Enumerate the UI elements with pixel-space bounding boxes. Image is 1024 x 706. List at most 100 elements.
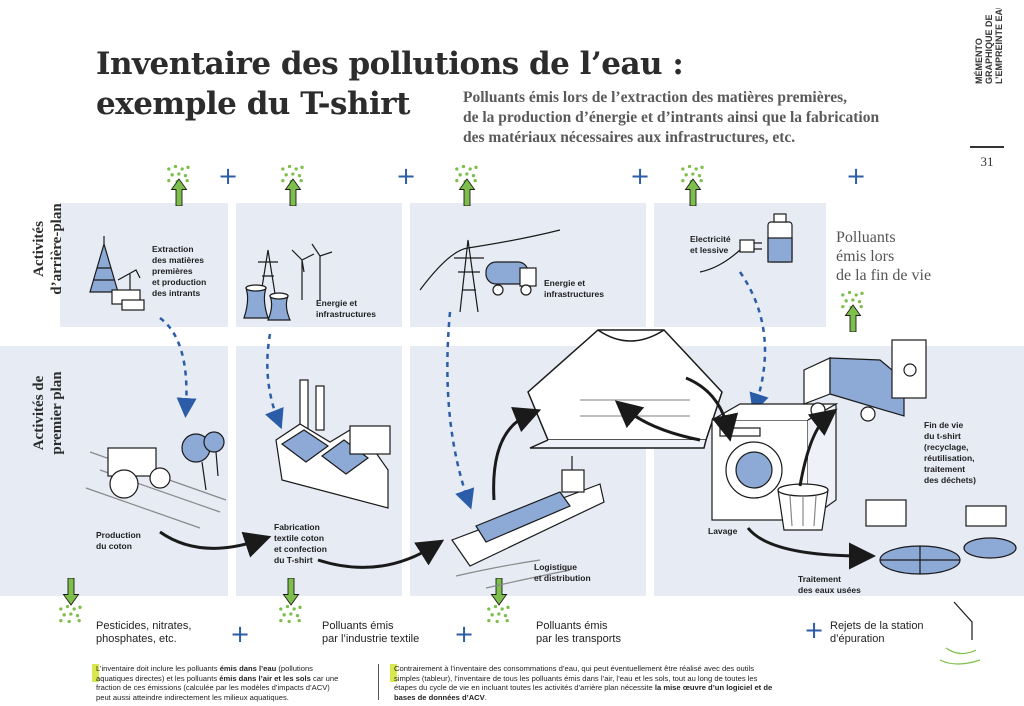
- label-cotton: Production du coton: [96, 530, 141, 552]
- footnote-left: L’inventaire doit inclure les polluants …: [96, 664, 346, 702]
- flow-arrow-tshirt-to-washing: [685, 376, 739, 442]
- footnote-left-p1: L’inventaire doit inclure les polluants: [96, 664, 220, 673]
- plus-icon-bottom-1: +: [230, 620, 251, 648]
- label-electricity: Electricité et lessive: [690, 234, 731, 256]
- label-cotton-l2: du coton: [96, 541, 132, 551]
- energy-illustration-1: [243, 243, 333, 321]
- cotton-farm-illustration: [85, 431, 227, 529]
- bottom-label-station-l1: Rejets de la station: [830, 620, 924, 632]
- footnote-divider: [378, 664, 379, 700]
- page-number: 31: [970, 146, 1004, 170]
- electricity-illustration: [699, 213, 793, 273]
- bottom-label-transport-l2: par les transports: [536, 633, 621, 645]
- label-logistics: Logistique et distribution: [534, 562, 591, 584]
- label-manufacturing-l3: et confection: [274, 544, 327, 554]
- air-emission-arrow-2: [281, 164, 304, 206]
- label-end-of-life: Fin de vie du t-shirt (recyclage, réutil…: [924, 420, 976, 486]
- dashed-arrow-washing: [738, 271, 769, 414]
- bottom-label-pesticides-l2: phosphates, etc.: [96, 633, 177, 645]
- tshirt-illustration: [527, 329, 723, 449]
- bottom-label-transport: Polluants émis par les transports: [536, 620, 621, 646]
- label-energy-1-l2: infrastructures: [316, 309, 376, 319]
- bottom-label-textile: Polluants émis par l’industrie textile: [322, 620, 419, 646]
- subtitle-line-2: de la production d’énergie et d’intrants…: [463, 109, 880, 126]
- laundry-basket-illustration: [777, 483, 829, 531]
- label-energy-2: Energie et infrastructures: [544, 278, 604, 300]
- air-emission-arrow-4: [681, 164, 704, 206]
- title-line-1: Inventaire des pollutions de l’eau :: [96, 46, 684, 82]
- bottom-label-transport-l1: Polluants émis: [536, 620, 608, 632]
- garbage-truck-illustration: [803, 339, 927, 422]
- flow-arrow-cotton-to-textile: [159, 530, 272, 558]
- label-eol-l6: des déchets): [924, 475, 976, 485]
- brand-vertical: MÉMENTO GRAPHIQUE DE L’EMPREINTE EAU: [974, 8, 1004, 84]
- factory-illustration: [275, 379, 391, 509]
- label-extraction: Extraction des matières premières et pro…: [152, 244, 206, 299]
- bg-panel-energy-2: [410, 203, 646, 327]
- subtitle-line-1: Polluants émis lors de l’extraction des …: [463, 89, 847, 106]
- footnote-right-p2: .: [484, 692, 487, 702]
- air-emission-arrow-1: [167, 164, 190, 206]
- label-energy-2-l1: Energie et: [544, 278, 586, 288]
- label-energy-2-l2: infrastructures: [544, 289, 604, 299]
- plus-icon-top-1: +: [218, 162, 239, 190]
- label-wastewater-l2: des eaux usées: [798, 585, 861, 595]
- footnote-left-b2: émis dans l’air et les sols: [219, 673, 311, 683]
- label-washing-l1: Lavage: [708, 526, 738, 536]
- brand-line-3: L’EMPREINTE EAU: [994, 8, 1004, 84]
- label-eol-l3: (recyclage,: [924, 442, 969, 452]
- label-logistics-l1: Logistique: [534, 562, 577, 572]
- footnote-right-p1: Contrairement à l’inventaire des consomm…: [394, 664, 758, 693]
- footnote-left-p2: (pollutions aquatiques directes) et les …: [96, 664, 313, 683]
- plus-icon-bottom-2: +: [454, 620, 475, 648]
- water-emission-arrow-2: [279, 578, 302, 624]
- label-electricity-l2: et lessive: [690, 245, 729, 255]
- label-extraction-l5: des intrants: [152, 288, 201, 298]
- flow-arrow-textile-to-logistics: [317, 539, 445, 569]
- flow-arrow-washing-to-eol: [798, 408, 838, 487]
- flow-arrow-washing-to-treatment: [746, 527, 876, 570]
- energy-illustration-2: [419, 229, 561, 313]
- label-energy-1-l1: Energie et: [316, 298, 358, 308]
- extraction-illustration: [89, 236, 145, 311]
- dashed-arrow-cotton: [159, 316, 197, 418]
- label-cotton-l1: Production: [96, 530, 141, 540]
- end-of-life-l3: de la fin de vie: [836, 267, 932, 284]
- footnote-right: Contrairement à l’inventaire des consomm…: [394, 664, 774, 702]
- label-manufacturing: Fabrication textile coton et confection …: [274, 522, 327, 566]
- label-eol-l4: réutilisation,: [924, 453, 975, 463]
- label-logistics-l2: et distribution: [534, 573, 591, 583]
- cargo-boat-illustration: [451, 456, 605, 589]
- label-eol-l2: du t-shirt: [924, 431, 961, 441]
- bottom-label-textile-l1: Polluants émis: [322, 620, 394, 632]
- air-emission-arrow-3: [455, 164, 478, 206]
- water-treatment-illustration: [865, 499, 1017, 575]
- footnote-left-b1: émis dans l’eau: [219, 664, 277, 673]
- bottom-label-pesticides: Pesticides, nitrates, phosphates, etc.: [96, 620, 191, 646]
- air-emission-arrow-5: [841, 290, 864, 332]
- page-title: Inventaire des pollutions de l’eau : exe…: [96, 44, 684, 124]
- plus-icon-top-4: +: [846, 162, 867, 190]
- title-line-2: exemple du T-shirt: [96, 86, 410, 122]
- label-extraction-l3: premières: [152, 266, 193, 276]
- label-extraction-l1: Extraction: [152, 244, 194, 254]
- bottom-label-station: Rejets de la station d’épuration: [830, 620, 924, 646]
- footnote-left-highlight: [92, 664, 99, 682]
- flow-arrow-washing-to-tshirt: [614, 400, 701, 442]
- footnote-right-highlight: [390, 664, 397, 682]
- brand-line-1: MÉMENTO: [974, 38, 984, 84]
- end-of-life-l1: Polluants: [836, 229, 896, 246]
- label-extraction-l2: des matières: [152, 255, 204, 265]
- label-manufacturing-l2: textile coton: [274, 533, 325, 543]
- flow-arrow-logistics-to-tshirt: [492, 407, 542, 501]
- dashed-arrow-logistics: [446, 311, 475, 510]
- label-wastewater: Traitement des eaux usées: [798, 574, 861, 596]
- bottom-label-textile-l2: par l’industrie textile: [322, 633, 420, 645]
- label-wastewater-l1: Traitement: [798, 574, 841, 584]
- footnote-right-b1: la mise œuvre d’un logiciel et de bases …: [394, 683, 773, 702]
- label-eol-l1: Fin de vie: [924, 420, 964, 430]
- label-extraction-l4: et production: [152, 277, 207, 287]
- plus-icon-top-2: +: [396, 162, 417, 190]
- end-of-life-l2: émis lors: [836, 248, 895, 265]
